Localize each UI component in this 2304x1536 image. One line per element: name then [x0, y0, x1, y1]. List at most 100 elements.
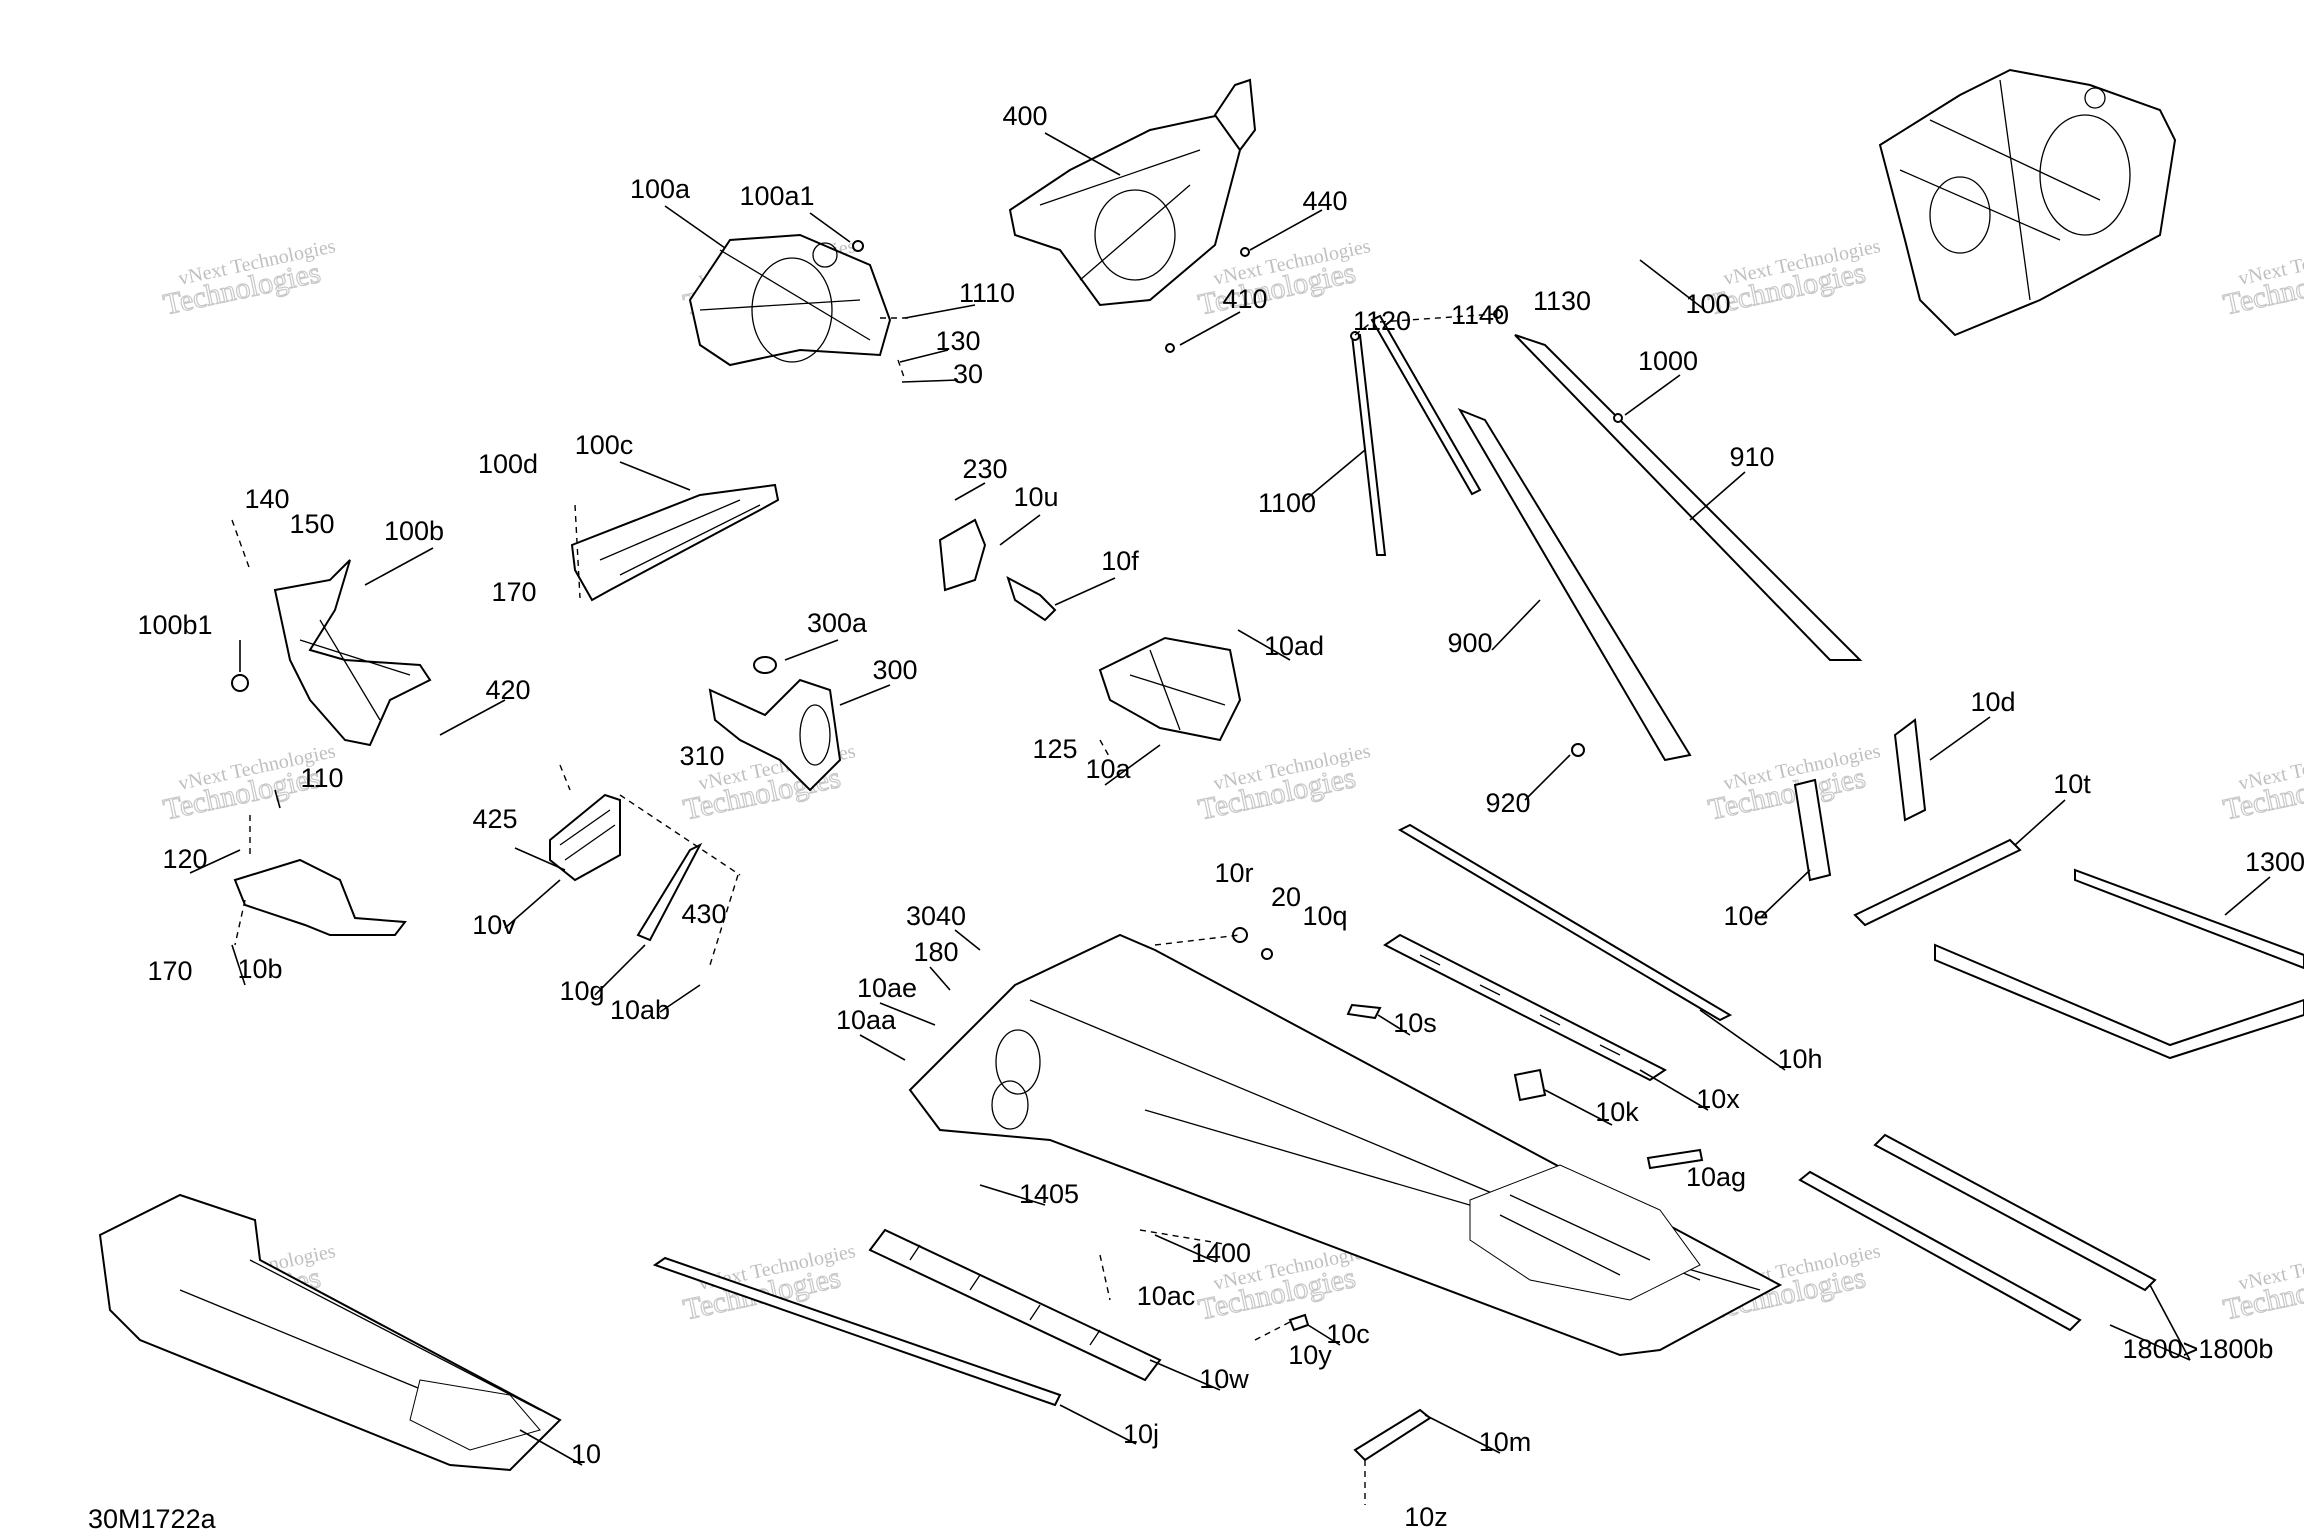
1300-rail-lower-part — [1934, 943, 2304, 1060]
callout-10m: 10m — [1479, 1427, 1532, 1457]
upper-plate-part — [570, 483, 780, 602]
callout-10c: 10c — [1326, 1319, 1370, 1349]
10ag-plate-part — [1646, 1148, 1704, 1170]
callout-10v: 10v — [472, 910, 516, 940]
10t-rail-part — [1853, 838, 2022, 927]
10c-clip-part — [1288, 1313, 1310, 1332]
callout-170b: 170 — [147, 956, 192, 986]
1800-rail-lower-part — [1798, 1170, 2082, 1332]
callout-10ae: 10ae — [857, 973, 917, 1003]
callout-10j: 10j — [1123, 1419, 1159, 1449]
callout-900: 900 — [1447, 628, 1492, 658]
callout-1110: 1110 — [959, 278, 1015, 308]
callout-100b1: 100b1 — [137, 610, 212, 640]
10j-rail-part — [652, 1256, 1062, 1407]
callout-410: 410 — [1222, 284, 1267, 314]
callout-1130: 1130 — [1533, 286, 1591, 316]
center-bracket-part — [708, 678, 842, 792]
callout-10: 10 — [571, 1439, 601, 1469]
10x-rail-part — [1383, 933, 1667, 1082]
callout-10ac: 10ac — [1137, 1281, 1196, 1311]
callout-110: 110 — [300, 763, 343, 793]
callout-920: 920 — [1485, 788, 1530, 818]
10m-bracket-part — [1353, 1408, 1432, 1462]
parts-group — [98, 68, 2304, 1472]
callout-10y: 10y — [1288, 1340, 1332, 1370]
callout-10h: 10h — [1777, 1044, 1822, 1074]
10b-bracket-part — [233, 858, 407, 936]
callout-420: 420 — [485, 675, 530, 705]
callout-10t: 10t — [2053, 769, 2091, 799]
900-rail-part — [1457, 407, 1692, 762]
callout-100c: 100c — [575, 430, 634, 460]
callout-30: 30 — [953, 359, 983, 389]
rear-box-part — [1098, 636, 1242, 742]
leader-lines — [189, 132, 2271, 1466]
callout-10ab: 10ab — [610, 995, 670, 1025]
callout-120: 120 — [162, 844, 207, 874]
callout-10x: 10x — [1696, 1084, 1740, 1114]
callout-440: 440 — [1302, 186, 1347, 216]
callout-10u: 10u — [1013, 482, 1058, 512]
callout-10aa: 10aa — [836, 1005, 897, 1035]
callout-180: 180 — [913, 937, 958, 967]
10w-rail-part — [868, 1228, 1162, 1382]
dashed-lines — [231, 313, 1496, 1505]
callout-125: 125 — [1032, 734, 1077, 764]
10u-plate-part — [938, 518, 987, 592]
10s-clip-part — [1346, 1003, 1382, 1020]
callout-430: 430 — [681, 899, 726, 929]
callout-100d: 100d — [478, 449, 538, 479]
callout-10e: 10e — [1723, 901, 1768, 931]
10d-plate-part — [1893, 718, 1927, 822]
steering-support-part — [1008, 78, 1257, 307]
callout-3040: 3040 — [906, 901, 966, 931]
callout-10ad: 10ad — [1264, 631, 1324, 661]
100b1-fastener — [231, 674, 249, 692]
front-left-casting-part — [688, 233, 892, 367]
910-rail-part — [1514, 334, 1863, 661]
20-fastener — [1232, 927, 1248, 943]
callout-1100: 1100 — [1258, 488, 1316, 518]
callout-400: 400 — [1002, 101, 1047, 131]
100a1-fastener — [852, 240, 864, 252]
callout-425: 425 — [472, 804, 517, 834]
callout-10b: 10b — [237, 954, 282, 984]
10x-rail-detail — [1419, 954, 1621, 1056]
callout-100a1: 100a1 — [739, 181, 814, 211]
callout-1400: 1400 — [1191, 1238, 1251, 1268]
callout-10k: 10k — [1595, 1097, 1639, 1127]
callout-300: 300 — [872, 655, 917, 685]
10w-rail-detail — [909, 1244, 1101, 1346]
callout-100b: 100b — [384, 516, 444, 546]
1300-rail-upper-part — [2074, 868, 2304, 970]
1140-rod-part — [1370, 314, 1482, 496]
diagram-id: 30M1722a — [88, 1504, 217, 1534]
callout-1300: 1300 — [2245, 847, 2304, 877]
callout-1120: 1120 — [1353, 306, 1411, 336]
410-fastener — [1165, 343, 1175, 353]
10k-bracket-part — [1513, 1068, 1547, 1102]
440-fastener — [1240, 247, 1250, 257]
callout-100: 100 — [1685, 289, 1730, 319]
1000-fastener — [1613, 413, 1623, 423]
10v-vent-detail — [559, 809, 616, 861]
callout-10d: 10d — [1970, 687, 2015, 717]
callout-310: 310 — [679, 741, 724, 771]
main-tunnel-part — [908, 933, 1783, 1357]
callout-300a: 300a — [807, 608, 868, 638]
callout-10q: 10q — [1302, 901, 1347, 931]
callout-10z: 10z — [1404, 1502, 1448, 1532]
callout-1800: 1800>1800b — [2123, 1334, 2274, 1364]
callout-10g: 10g — [559, 976, 604, 1006]
left-bracket-part — [273, 559, 432, 747]
full-chassis-part — [98, 1193, 562, 1472]
1100-rod-part — [1350, 334, 1387, 556]
callout-170a: 170 — [491, 577, 536, 607]
callout-910: 910 — [1729, 442, 1774, 472]
callout-10r: 10r — [1214, 858, 1253, 888]
callout-230: 230 — [962, 454, 1007, 484]
1800-rail-upper-part — [1873, 1133, 2157, 1292]
